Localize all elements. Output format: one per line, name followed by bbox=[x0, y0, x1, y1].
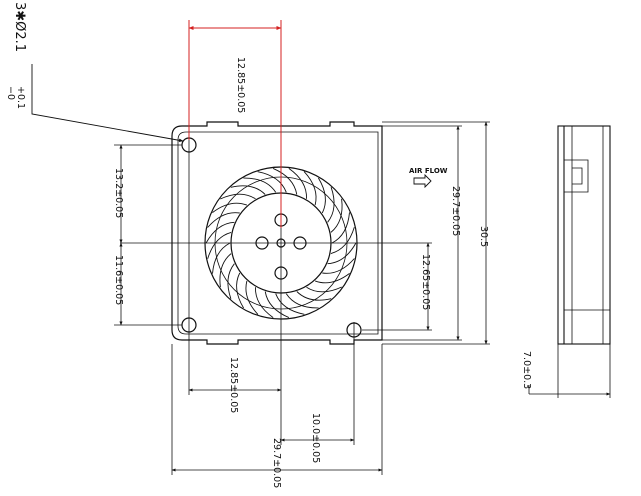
impeller-blade bbox=[207, 212, 240, 228]
hole-callout-tol-upper: +0.1 bbox=[15, 86, 26, 109]
lower-hole-to-center-label: 11.6±0.05 bbox=[113, 255, 124, 305]
center-to-right-hole-label: 12.65±0.05 bbox=[420, 254, 431, 310]
hole-callout-leader bbox=[31, 64, 184, 143]
impeller-blade bbox=[331, 212, 350, 244]
impeller-blade bbox=[275, 293, 305, 315]
center-to-right-hole-x-label: 10.0±0.05 bbox=[310, 413, 321, 463]
impeller-blade bbox=[245, 280, 259, 315]
impeller-blade bbox=[327, 242, 357, 265]
bottom-dimensions bbox=[171, 344, 383, 475]
side-view-inlet bbox=[564, 159, 589, 193]
impeller-blade bbox=[314, 273, 350, 284]
frame-height-label: 29.7±0.05 bbox=[450, 186, 461, 236]
impeller-blade bbox=[207, 231, 232, 259]
impeller-blade bbox=[285, 293, 319, 309]
air-flow-arrow-icon bbox=[413, 173, 432, 189]
thickness-dimension bbox=[528, 344, 611, 398]
impeller-blade bbox=[220, 193, 256, 200]
impeller-blade bbox=[296, 291, 332, 301]
impeller-blade bbox=[243, 177, 277, 193]
impeller-blade bbox=[212, 202, 248, 213]
hole-callout-spec: 3✱Ø2.1 bbox=[12, 2, 27, 52]
impeller-blade bbox=[330, 227, 355, 255]
frame-width-label: 29.7±0.05 bbox=[271, 438, 282, 488]
hole-callout: 3✱Ø2.1 +0.1 −0 bbox=[5, 2, 184, 143]
top-hole-spacing-label: 12.85±0.05 bbox=[235, 57, 246, 113]
impeller-blade bbox=[205, 221, 235, 244]
impeller-blade bbox=[318, 177, 326, 214]
air-flow-label: AIR FLOW bbox=[409, 167, 448, 175]
impeller-blade bbox=[212, 242, 231, 274]
impeller-blade bbox=[255, 287, 274, 318]
impeller-blade bbox=[306, 286, 342, 293]
fan-frame-outline bbox=[171, 121, 383, 345]
impeller-blade bbox=[257, 171, 287, 193]
fan-frame-inner-edge bbox=[177, 131, 379, 335]
impeller-blade bbox=[272, 167, 298, 195]
hole-callout-tol-lower: −0 bbox=[5, 86, 16, 100]
impeller-blade bbox=[230, 185, 266, 195]
side-view bbox=[557, 125, 611, 345]
impeller-blade bbox=[219, 253, 232, 288]
thickness-label: 7.0±0.3 bbox=[521, 351, 532, 389]
impeller-blade bbox=[264, 291, 290, 319]
upper-hole-to-center-label: 13.2±0.05 bbox=[113, 168, 124, 218]
impeller-blade bbox=[236, 272, 244, 309]
impeller-blade bbox=[303, 171, 317, 206]
left-dimensions bbox=[114, 144, 182, 326]
top-hole-spacing-dimension bbox=[188, 20, 282, 228]
impeller-blade bbox=[330, 198, 343, 233]
impeller-blade bbox=[288, 168, 307, 199]
right-dimensions bbox=[362, 121, 490, 345]
side-view-body bbox=[557, 125, 611, 345]
impeller-blade bbox=[327, 187, 335, 223]
overall-height-label: 30.5 bbox=[478, 226, 489, 247]
impeller-blade bbox=[322, 258, 355, 274]
front-view bbox=[171, 121, 383, 345]
bottom-hole-spacing-label: 12.85±0.05 bbox=[228, 357, 239, 413]
impeller-blades bbox=[205, 167, 357, 319]
impeller-blade bbox=[227, 263, 235, 299]
